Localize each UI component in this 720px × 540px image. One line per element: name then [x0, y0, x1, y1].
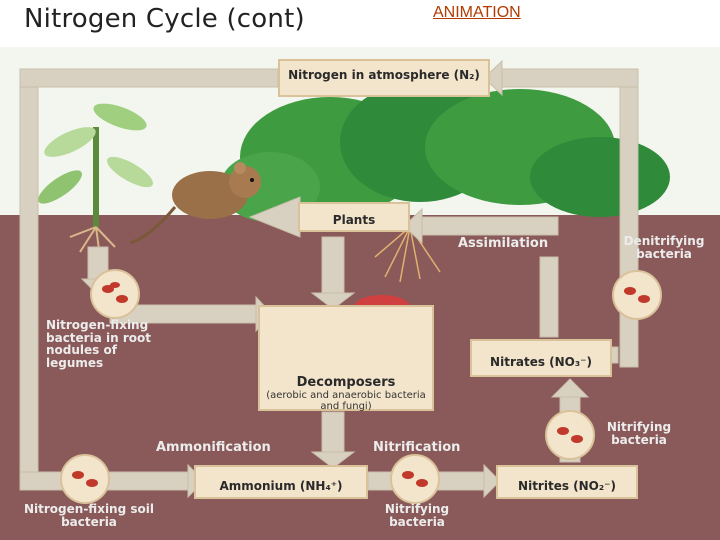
mouse-illustration	[129, 162, 261, 245]
bacteria-denitrifying	[612, 270, 662, 320]
nitrification-label: Nitrification	[373, 440, 461, 455]
nitrites-label: Nitrites (NO₂⁻)	[518, 479, 616, 493]
slide-title: Nitrogen Cycle (cont)	[24, 4, 305, 34]
atmosphere-label: Nitrogen in atmosphere (N₂)	[288, 68, 480, 82]
decomposers-label: Decomposers	[296, 375, 396, 390]
nitrifying-bottom-label: Nitrifying bacteria	[384, 502, 450, 529]
nitrifying-right-label: Nitrifying bacteria	[606, 420, 672, 447]
legume-plant-illustration	[38, 103, 153, 258]
denitrifying-label: Denitrifying bacteria	[623, 234, 705, 261]
decomposers-sublabel: (aerobic and anaerobic bacteria and fung…	[266, 390, 426, 412]
plants-box: Plants	[298, 202, 410, 232]
plants-label: Plants	[332, 213, 376, 227]
ammonification-label: Ammonification	[156, 440, 271, 455]
assimilation-label: Assimilation	[458, 236, 549, 251]
bacteria-soil	[60, 454, 110, 504]
nitrates-box: Nitrates (NO₃⁻)	[470, 339, 612, 377]
plant-roots-illustration	[374, 226, 441, 283]
decomposers-box: Decomposers (aerobic and anaerobic bacte…	[258, 305, 434, 412]
animation-link[interactable]: ANIMATION	[433, 4, 521, 21]
nitrogen-fixing-root-label: Nitrogen-fixing bacteria in root nodules…	[46, 318, 151, 370]
atmosphere-box: Nitrogen in atmosphere (N₂)	[278, 59, 490, 97]
bacteria-nitrifying-right	[545, 410, 595, 460]
ammonium-box: Ammonium (NH₄⁺)	[194, 465, 368, 499]
nitrogen-fixing-soil-label: Nitrogen-fixing soil bacteria	[24, 502, 154, 529]
nitrites-box: Nitrites (NO₂⁻)	[496, 465, 638, 499]
bacteria-nitrifying-bottom	[390, 454, 440, 504]
bacteria-root-nodules	[90, 269, 140, 319]
nitrogen-cycle-diagram: Nitrogen in atmosphere (N₂) Plants Decom…	[0, 47, 720, 540]
ammonium-label: Ammonium (NH₄⁺)	[219, 479, 343, 493]
nitrates-label: Nitrates (NO₃⁻)	[490, 355, 592, 369]
